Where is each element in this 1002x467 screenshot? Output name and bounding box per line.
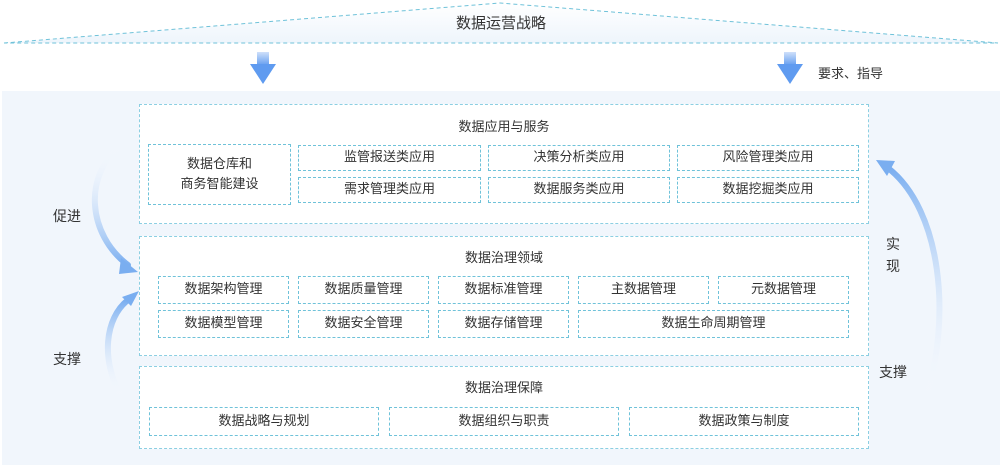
app-item: 数据服务类应用: [488, 177, 670, 203]
support-arrowhead-left-icon: [122, 291, 139, 306]
promote-arrowhead-icon: [119, 258, 138, 274]
governance-item: 数据架构管理: [158, 276, 289, 304]
support-label-right: 支撑: [879, 365, 907, 381]
promote-curve-arrow: [91, 142, 131, 268]
down-arrow-left-icon: [250, 52, 276, 84]
governance-guarantee-title: 数据治理保障: [464, 381, 543, 396]
warehouse-bi-box: 数据仓库和 商务智能建设: [148, 144, 291, 205]
governance-domain-title: 数据治理领域: [464, 251, 543, 266]
governance-item: 数据模型管理: [158, 310, 289, 338]
app-service-title: 数据应用与服务: [458, 120, 550, 135]
governance-item: 数据标准管理: [438, 276, 569, 304]
guarantee-item: 数据组织与职责: [389, 407, 619, 436]
warehouse-line1: 数据仓库和: [186, 156, 252, 172]
governance-item: 数据安全管理: [298, 310, 429, 338]
realize-label-1: 实: [886, 237, 900, 253]
support-curve-arrow-left: [104, 297, 131, 401]
app-item: 监管报送类应用: [298, 145, 481, 171]
guarantee-item: 数据政策与制度: [629, 407, 859, 436]
promote-label: 促进: [53, 209, 81, 225]
app-item: 需求管理类应用: [298, 177, 481, 203]
requirement-label: 要求、指导: [818, 67, 884, 82]
app-item: 决策分析类应用: [488, 145, 670, 171]
app-item: 数据挖掘类应用: [677, 177, 859, 203]
governance-item: 数据质量管理: [298, 276, 429, 304]
governance-item: 数据生命周期管理: [578, 310, 849, 338]
support-label-left: 支撑: [53, 352, 81, 368]
realize-label-2: 现: [886, 259, 900, 275]
warehouse-line2: 商务智能建设: [180, 176, 259, 192]
app-item: 风险管理类应用: [677, 145, 859, 171]
governance-item: 数据存储管理: [438, 310, 569, 338]
governance-item: 元数据管理: [718, 276, 849, 304]
realize-arrowhead-icon: [876, 160, 895, 176]
strategy-roof: [3, 2, 999, 44]
realize-curve-arrow: [885, 165, 943, 403]
governance-item: 主数据管理: [578, 276, 709, 304]
strategy-title: 数据运营战略: [455, 14, 546, 32]
guarantee-item: 数据战略与规划: [149, 407, 379, 436]
down-arrow-right-icon: [777, 52, 803, 84]
